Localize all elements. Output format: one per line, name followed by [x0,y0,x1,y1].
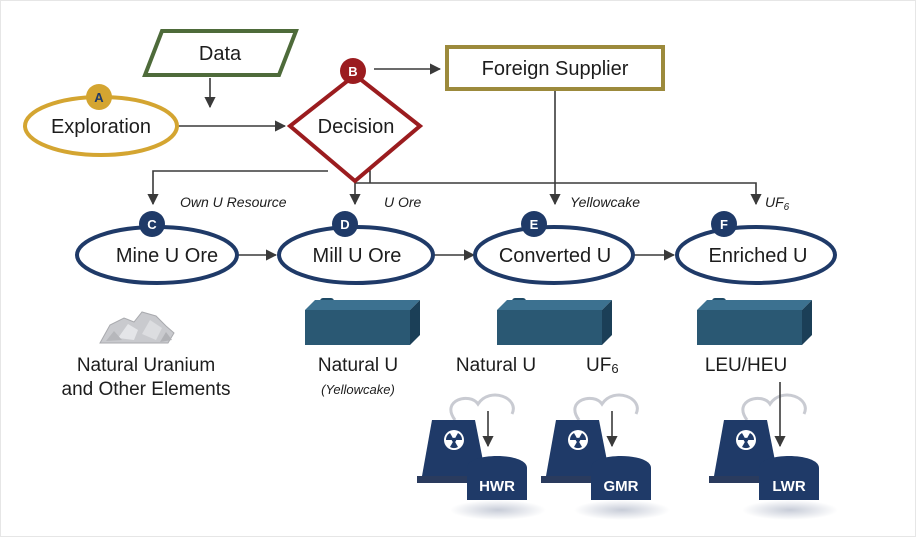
badge-d-label: D [340,217,349,232]
arrow-decision-to-mine [147,170,328,206]
caption-natural-u: Natural U [318,355,398,376]
converted-node: Converted U E [473,211,635,285]
badge-c-label: C [147,217,157,232]
containment-dome [759,456,819,500]
label-yellowcake: Yellowcake [570,194,640,210]
reactor-hwr: HWR [417,393,546,520]
badge-b [340,58,366,84]
badge-e [521,211,547,237]
caption-leu-heu: LEU/HEU [705,355,787,376]
containment-dome [591,456,651,500]
mine-node: Mine U Ore C [75,211,239,285]
mine-label: Mine U Ore [116,245,218,267]
reactor-hwr-label: HWR [479,478,515,495]
caption-natural-uranium-line2: and Other Elements [62,379,231,400]
ore-rock-icon [99,311,175,344]
badge-b-label: B [348,64,357,79]
tank-uf6-icon [497,298,612,345]
caption-natural-uranium-line1: Natural Uranium [77,355,215,376]
radiation-icon [445,433,463,449]
reactor-gmr: GMR [541,393,670,520]
containment-dome [467,456,527,500]
arrow-supply-to-enriched [355,182,762,206]
tank-natural-u-icon [305,298,420,345]
mill-node: Mill U Ore D [277,211,435,285]
reactor-gmr-label: GMR [604,478,639,495]
tank-enriched-icon [697,298,812,345]
steam-icon [573,393,639,421]
radiation-icon [737,433,755,449]
badge-d [332,211,358,237]
foreign-supplier-label: Foreign Supplier [482,58,629,80]
badge-c [139,211,165,237]
mill-label: Mill U Ore [313,245,402,267]
reactor-lwr-label: LWR [772,478,805,495]
badge-e-label: E [530,217,539,232]
decision-label: Decision [318,116,395,138]
caption-yellowcake: (Yellowcake) [321,382,395,397]
data-label: Data [199,43,242,65]
data-node: Data [142,29,299,77]
badge-f [711,211,737,237]
converted-label: Converted U [499,245,611,267]
enriched-label: Enriched U [709,245,808,267]
foreign-supplier-node: Foreign Supplier [445,45,665,91]
enriched-node: Enriched U F [675,211,837,285]
radiation-icon [569,433,587,449]
exploration-label: Exploration [51,116,151,138]
label-uf6: UF6 [765,194,790,213]
caption-natural-u-2: Natural U [456,355,536,376]
reactor-lwr: LWR [709,382,838,520]
decision-node: Decision B [286,58,424,184]
caption-uf6: UF6 [586,355,619,376]
label-own-resource: Own U Resource [180,194,287,210]
badge-f-label: F [720,217,728,232]
badge-a [86,84,112,110]
label-u-ore: U Ore [384,194,422,210]
steam-icon [741,393,807,421]
exploration-node: Exploration A [23,84,179,157]
steam-icon [449,393,515,421]
connectors [147,63,762,261]
badge-a-label: A [94,90,104,105]
